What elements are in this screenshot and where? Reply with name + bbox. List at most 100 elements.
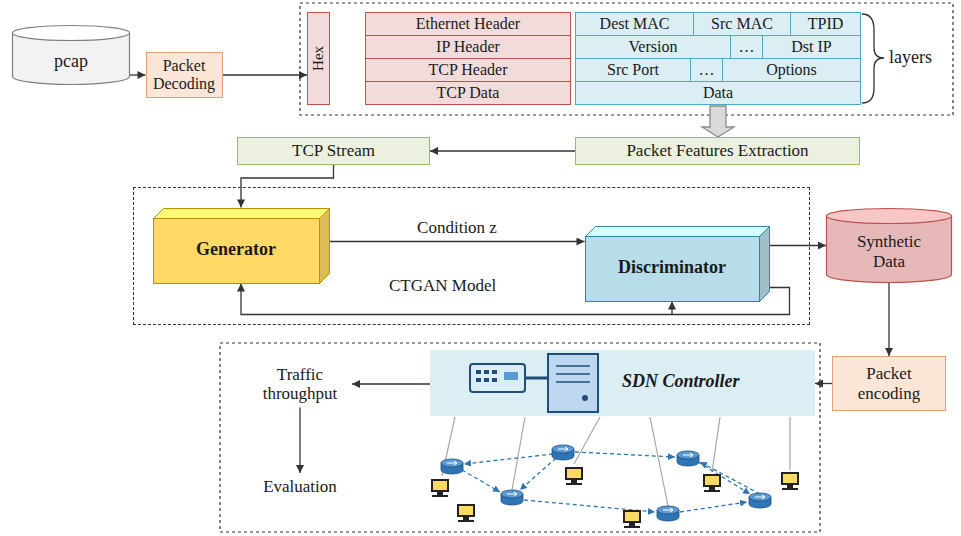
field-cell: TPID <box>790 12 861 36</box>
computer-icon <box>457 504 475 522</box>
node-label: Packet encoding <box>838 364 940 402</box>
field-cell: Src Port <box>575 58 691 82</box>
computer-icon <box>431 479 449 497</box>
result-text: Traffic throughput <box>248 361 352 408</box>
flow-arrow <box>130 74 146 75</box>
process-box: Packet Decoding <box>146 52 223 98</box>
field-cell: Dest MAC <box>575 12 694 36</box>
layer-header-cell: TCP Header <box>365 58 571 82</box>
network-region <box>220 343 820 532</box>
edge-label: Condition z <box>415 218 499 238</box>
node-label: Generator <box>196 239 276 259</box>
node-label: Hex <box>310 46 327 71</box>
block-arrow <box>702 106 734 137</box>
layer-header-cell: TCP Data <box>365 81 571 105</box>
server-slots <box>556 366 590 382</box>
switch-icon <box>470 364 525 392</box>
layer-header-cell: IP Header <box>365 35 571 59</box>
node-label: TCP Stream <box>292 141 375 160</box>
flow-arrow <box>430 150 575 151</box>
server-icon <box>548 354 598 412</box>
layers-region <box>300 3 953 115</box>
node-label: Evaluation <box>263 477 337 496</box>
feedback-branch <box>671 302 672 315</box>
discriminator-block: Discriminator <box>585 226 770 302</box>
traffic-arrows <box>462 452 760 512</box>
node-label: Version <box>629 38 678 56</box>
controller-links <box>442 417 790 506</box>
field-cell: Dst IP <box>762 35 861 59</box>
flow-arrow <box>223 74 308 75</box>
node-label: … <box>739 38 755 56</box>
flow-arrow <box>330 241 585 242</box>
node-label: Packet Decoding <box>152 57 217 93</box>
flow-arrow <box>815 383 832 384</box>
node-label: Traffic throughput <box>250 365 350 403</box>
node-label: TCP Data <box>437 84 500 102</box>
controller-band: SDN Controller <box>430 350 815 416</box>
node-label: Src MAC <box>711 15 773 33</box>
router-icon <box>441 459 463 474</box>
field-cell: Data <box>575 81 861 105</box>
result-text: Evaluation <box>255 473 345 501</box>
controller-cable <box>525 377 548 380</box>
control-link <box>650 417 668 506</box>
router-icon <box>657 506 679 521</box>
switch-ports <box>476 370 518 382</box>
field-cell: … <box>730 35 763 59</box>
node-label: TCP Header <box>429 61 508 79</box>
process-box: TCP Stream <box>237 137 430 165</box>
node-label: Dest MAC <box>600 15 670 33</box>
traffic-arrow <box>575 452 675 457</box>
data-store: pcap <box>12 25 130 85</box>
flow-arrow <box>888 283 889 356</box>
node-label: pcap <box>54 51 88 71</box>
node-label: Src Port <box>607 61 659 79</box>
process-box: Packet Features Extraction <box>575 137 860 165</box>
flow-arrow <box>352 383 430 384</box>
node-label: TPID <box>808 15 844 33</box>
node-label: … <box>699 61 715 79</box>
node-label: IP Header <box>436 38 500 56</box>
region-title: CTGAN Model <box>389 276 496 295</box>
router-icon <box>552 445 574 460</box>
traffic-arrow <box>698 462 750 494</box>
computer-icon <box>703 474 721 492</box>
brace <box>862 14 884 103</box>
node-label: SDN Controller <box>622 371 740 391</box>
traffic-arrow <box>700 462 760 494</box>
computer-icon <box>565 467 583 485</box>
model-region: CTGAN Model GeneratorDiscriminator <box>133 187 810 325</box>
computer-icon <box>623 510 641 528</box>
node-label: Synthetic Data <box>846 232 932 270</box>
node-label: Options <box>766 61 817 79</box>
control-link <box>789 417 790 470</box>
control-link <box>574 417 600 464</box>
hex-tag: Hex <box>307 12 330 105</box>
control-link <box>512 417 525 490</box>
layer-header-cell: Ethernet Header <box>365 12 571 36</box>
field-cell: Src MAC <box>693 12 791 36</box>
traffic-arrow <box>464 454 553 464</box>
router-icon <box>677 451 699 466</box>
node-label: Ethernet Header <box>416 15 520 33</box>
node-label: Dst IP <box>791 38 831 56</box>
node-label: Packet Features Extraction <box>626 141 808 160</box>
traffic-arrow <box>520 458 556 490</box>
node-label: Discriminator <box>618 257 726 277</box>
generator-block: Generator <box>153 208 330 284</box>
field-cell: … <box>690 58 723 82</box>
computer-icon <box>781 472 799 490</box>
server-led <box>582 395 588 401</box>
control-link <box>712 417 720 472</box>
flow-arrow <box>770 245 827 246</box>
flow-arrow <box>299 408 300 474</box>
field-cell: Options <box>722 58 861 82</box>
router-icon <box>501 490 523 505</box>
router-icon <box>749 493 771 508</box>
process-box: Packet encoding <box>832 356 946 411</box>
traffic-arrow <box>680 502 747 512</box>
layer-caption: layers <box>889 47 932 68</box>
node-label: Data <box>703 84 733 102</box>
field-cell: Version <box>575 35 731 59</box>
